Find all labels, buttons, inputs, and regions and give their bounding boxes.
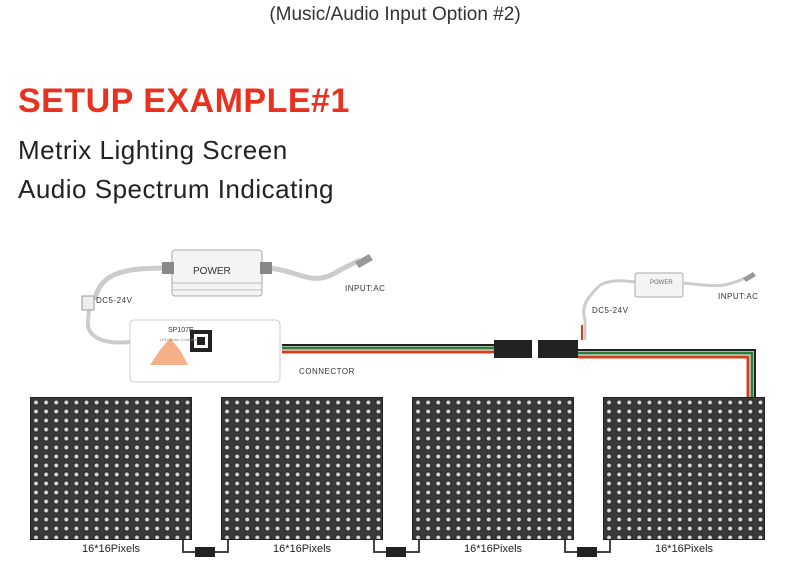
description-line-2: Audio Spectrum Indicating xyxy=(18,174,335,204)
power-label-left: POWER xyxy=(193,266,231,277)
input-ac-label-right: INPUT:AC xyxy=(718,292,759,301)
panel-label-3: 16*16Pixels xyxy=(463,543,523,555)
dc-label-right: DC5-24V xyxy=(592,306,629,315)
panel-label-2: 16*16Pixels xyxy=(272,543,332,555)
led-matrix-panel-4 xyxy=(603,397,765,540)
dc-label-left: DC5-24V xyxy=(96,296,133,305)
connector-plug xyxy=(494,340,532,358)
panel-label-4: 16*16Pixels xyxy=(654,543,714,555)
led-matrix-panel-2 xyxy=(221,397,383,540)
power-label-right: POWER xyxy=(650,280,673,286)
connector-socket xyxy=(538,340,578,358)
controller-model: SP107E xyxy=(168,327,194,334)
setup-title: SETUP EXAMPLE#1 xyxy=(18,82,350,120)
connector-label: CONNECTOR xyxy=(299,367,355,376)
led-matrix-panel-3 xyxy=(412,397,574,540)
subtitle: (Music/Audio Input Option #2) xyxy=(269,4,521,25)
power-supply-right xyxy=(634,272,684,298)
panel-label-1: 16*16Pixels xyxy=(81,543,141,555)
description-line-1: Metrix Lighting Screen xyxy=(18,135,288,165)
input-ac-label-left: INPUT:AC xyxy=(345,284,386,293)
led-matrix-panel-1 xyxy=(30,397,192,540)
controller-subtitle: LED Music Controller xyxy=(160,337,198,342)
